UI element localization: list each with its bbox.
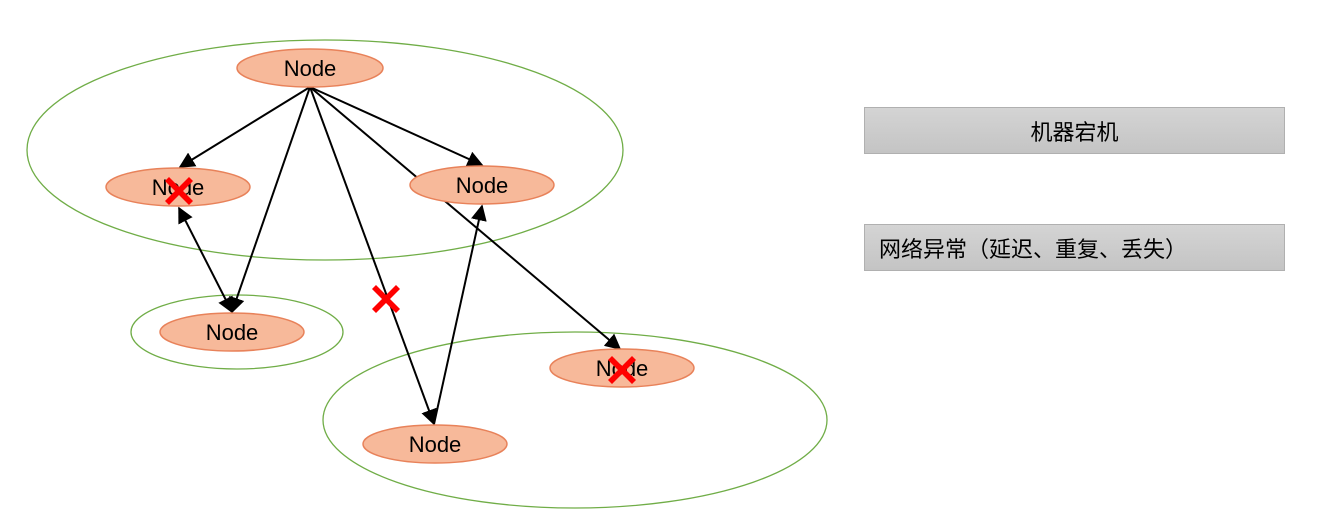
edge-top-to-bottom [309,86,437,426]
failure-marks [165,177,636,384]
legend-network-anomaly-label: 网络异常（延迟、重复、丢失） [879,237,1188,263]
edge-top-to-bottom-right [309,86,622,351]
edge-top-to-left [178,86,311,168]
crash-x-icon [165,177,193,205]
network-failure-x-icon [372,285,400,313]
edge-top-to-middle-left [229,86,311,314]
node-label: Node [456,173,509,198]
node-middle-left: Node [159,312,305,352]
nodes: Node Node Node Node Node Node [105,48,695,464]
partition-bottom [322,331,828,509]
legend-network-anomaly: 网络异常（延迟、重复、丢失） [864,224,1285,271]
legend-machine-crash-label: 机器宕机 [1030,120,1119,146]
edge-middle-left-to-left [178,206,233,314]
node-bottom: Node [362,424,508,464]
connections [178,86,622,426]
node-label: Node [206,320,259,345]
node-label: Node [284,56,337,81]
partition-top [26,39,624,261]
node-label: Node [409,432,462,457]
crash-x-icon [608,356,636,384]
node-right: Node [409,165,555,205]
node-top: Node [236,48,384,88]
edge-bottom-to-right [433,204,487,425]
legend-machine-crash: 机器宕机 [864,107,1285,154]
edge-top-to-right [309,86,484,167]
